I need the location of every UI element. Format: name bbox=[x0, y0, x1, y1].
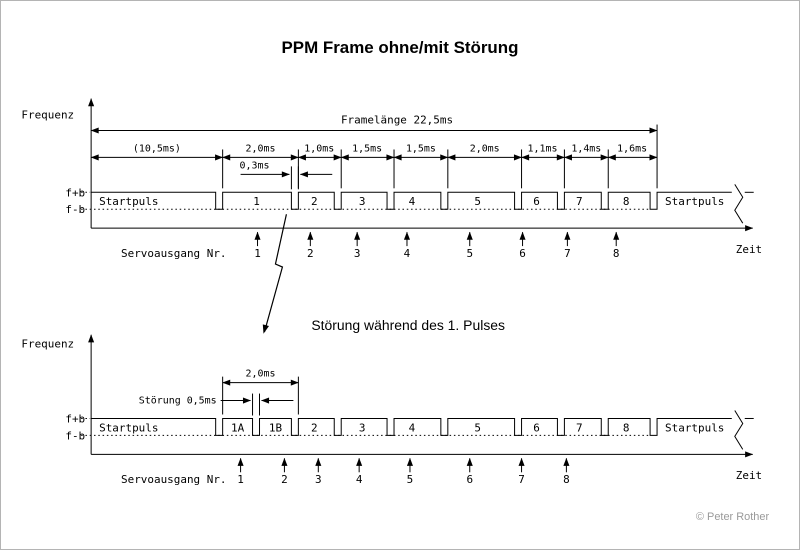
servo-number: 8 bbox=[613, 247, 620, 260]
servo-number: 5 bbox=[466, 247, 473, 260]
channel-label: 6 bbox=[533, 421, 540, 434]
channel-label: 4 bbox=[409, 421, 416, 434]
ppm-waveform bbox=[91, 191, 732, 210]
lightning-bolt-tip bbox=[262, 324, 269, 334]
channel-label: 1A bbox=[231, 421, 245, 434]
segment-label: 1,4ms bbox=[571, 143, 601, 154]
segment-label: 1,0ms bbox=[304, 143, 334, 154]
author-credit: © Peter Rother bbox=[696, 511, 770, 523]
startpuls-label: Startpuls bbox=[665, 421, 724, 434]
servo-number: 4 bbox=[356, 473, 363, 486]
interference-annotation: Störung während des 1. Pulses bbox=[262, 214, 505, 334]
servo-number: 7 bbox=[518, 473, 525, 486]
segment-label: 1,5ms bbox=[352, 143, 382, 154]
page-title: PPM Frame ohne/mit Störung bbox=[282, 38, 519, 57]
channel-label: 8 bbox=[623, 195, 630, 208]
servo-number: 7 bbox=[564, 247, 571, 260]
time-axis-label: Zeit bbox=[736, 243, 762, 256]
channel-label: 2 bbox=[311, 421, 318, 434]
frequency-axis-label: Frequenz bbox=[21, 338, 74, 351]
stoerung-duration-label: Störung 0,5ms bbox=[139, 396, 217, 407]
segment-label: 1,6ms bbox=[617, 143, 647, 154]
channel-label: 5 bbox=[474, 421, 481, 434]
top-diagram: Frequenz Zeit Framelänge 22,5ms (10,5ms)… bbox=[21, 98, 762, 260]
segment-label: 1,1ms bbox=[527, 143, 557, 154]
channel-label: 8 bbox=[623, 421, 630, 434]
channel-label: 6 bbox=[533, 195, 540, 208]
bottom-diagram: Frequenz Zeit 2,0ms Störung 0,5ms f+b f-… bbox=[21, 334, 762, 486]
startpuls-label: Startpuls bbox=[99, 195, 158, 208]
servo-number: 4 bbox=[404, 247, 411, 260]
f-minus-label: f-b bbox=[65, 429, 85, 442]
channel-label: 4 bbox=[409, 195, 416, 208]
servo-output-caption: Servoausgang Nr. bbox=[121, 473, 227, 486]
servo-number: 2 bbox=[281, 473, 288, 486]
frame-length-label: Framelänge 22,5ms bbox=[341, 114, 453, 127]
servo-number: 6 bbox=[466, 473, 473, 486]
channel-label: 1B bbox=[269, 421, 283, 434]
servo-number: 2 bbox=[307, 247, 314, 260]
channel-label: 3 bbox=[359, 421, 366, 434]
servo-number: 3 bbox=[354, 247, 361, 260]
lightning-bolt-icon bbox=[263, 214, 287, 332]
waveform-break-mark bbox=[734, 410, 744, 450]
segment-label: 1,5ms bbox=[406, 143, 436, 154]
f-plus-label: f+b bbox=[65, 186, 85, 199]
channel-label: 2 bbox=[311, 195, 318, 208]
f-minus-label: f-b bbox=[65, 203, 85, 216]
channel-label: 5 bbox=[474, 195, 481, 208]
servo-number: 3 bbox=[315, 473, 322, 486]
servo-number: 1 bbox=[254, 247, 261, 260]
sync-duration-label: (10,5ms) bbox=[133, 143, 181, 154]
servo-number: 8 bbox=[563, 473, 570, 486]
channel-label: 3 bbox=[359, 195, 366, 208]
segment-label: 2,0ms bbox=[470, 143, 500, 154]
channel-label: 7 bbox=[576, 421, 583, 434]
channel-label: 7 bbox=[576, 195, 583, 208]
servo-output-caption: Servoausgang Nr. bbox=[121, 247, 227, 260]
ppm-waveform-disturbed bbox=[91, 417, 732, 436]
segment-label: 2,0ms bbox=[246, 143, 276, 154]
servo-number: 5 bbox=[407, 473, 414, 486]
time-axis-label: Zeit bbox=[736, 469, 762, 482]
startpuls-label: Startpuls bbox=[99, 421, 158, 434]
pulse-width-label: 0,3ms bbox=[240, 160, 270, 171]
slot-duration-label: 2,0ms bbox=[246, 369, 276, 380]
f-plus-label: f+b bbox=[65, 412, 85, 425]
frequency-axis-label: Frequenz bbox=[21, 109, 74, 122]
waveform-break-mark bbox=[734, 184, 744, 224]
startpuls-label: Startpuls bbox=[665, 195, 724, 208]
channel-label: 1 bbox=[253, 195, 260, 208]
servo-number: 1 bbox=[237, 473, 244, 486]
servo-number: 6 bbox=[519, 247, 526, 260]
interference-caption: Störung während des 1. Pulses bbox=[311, 317, 505, 333]
